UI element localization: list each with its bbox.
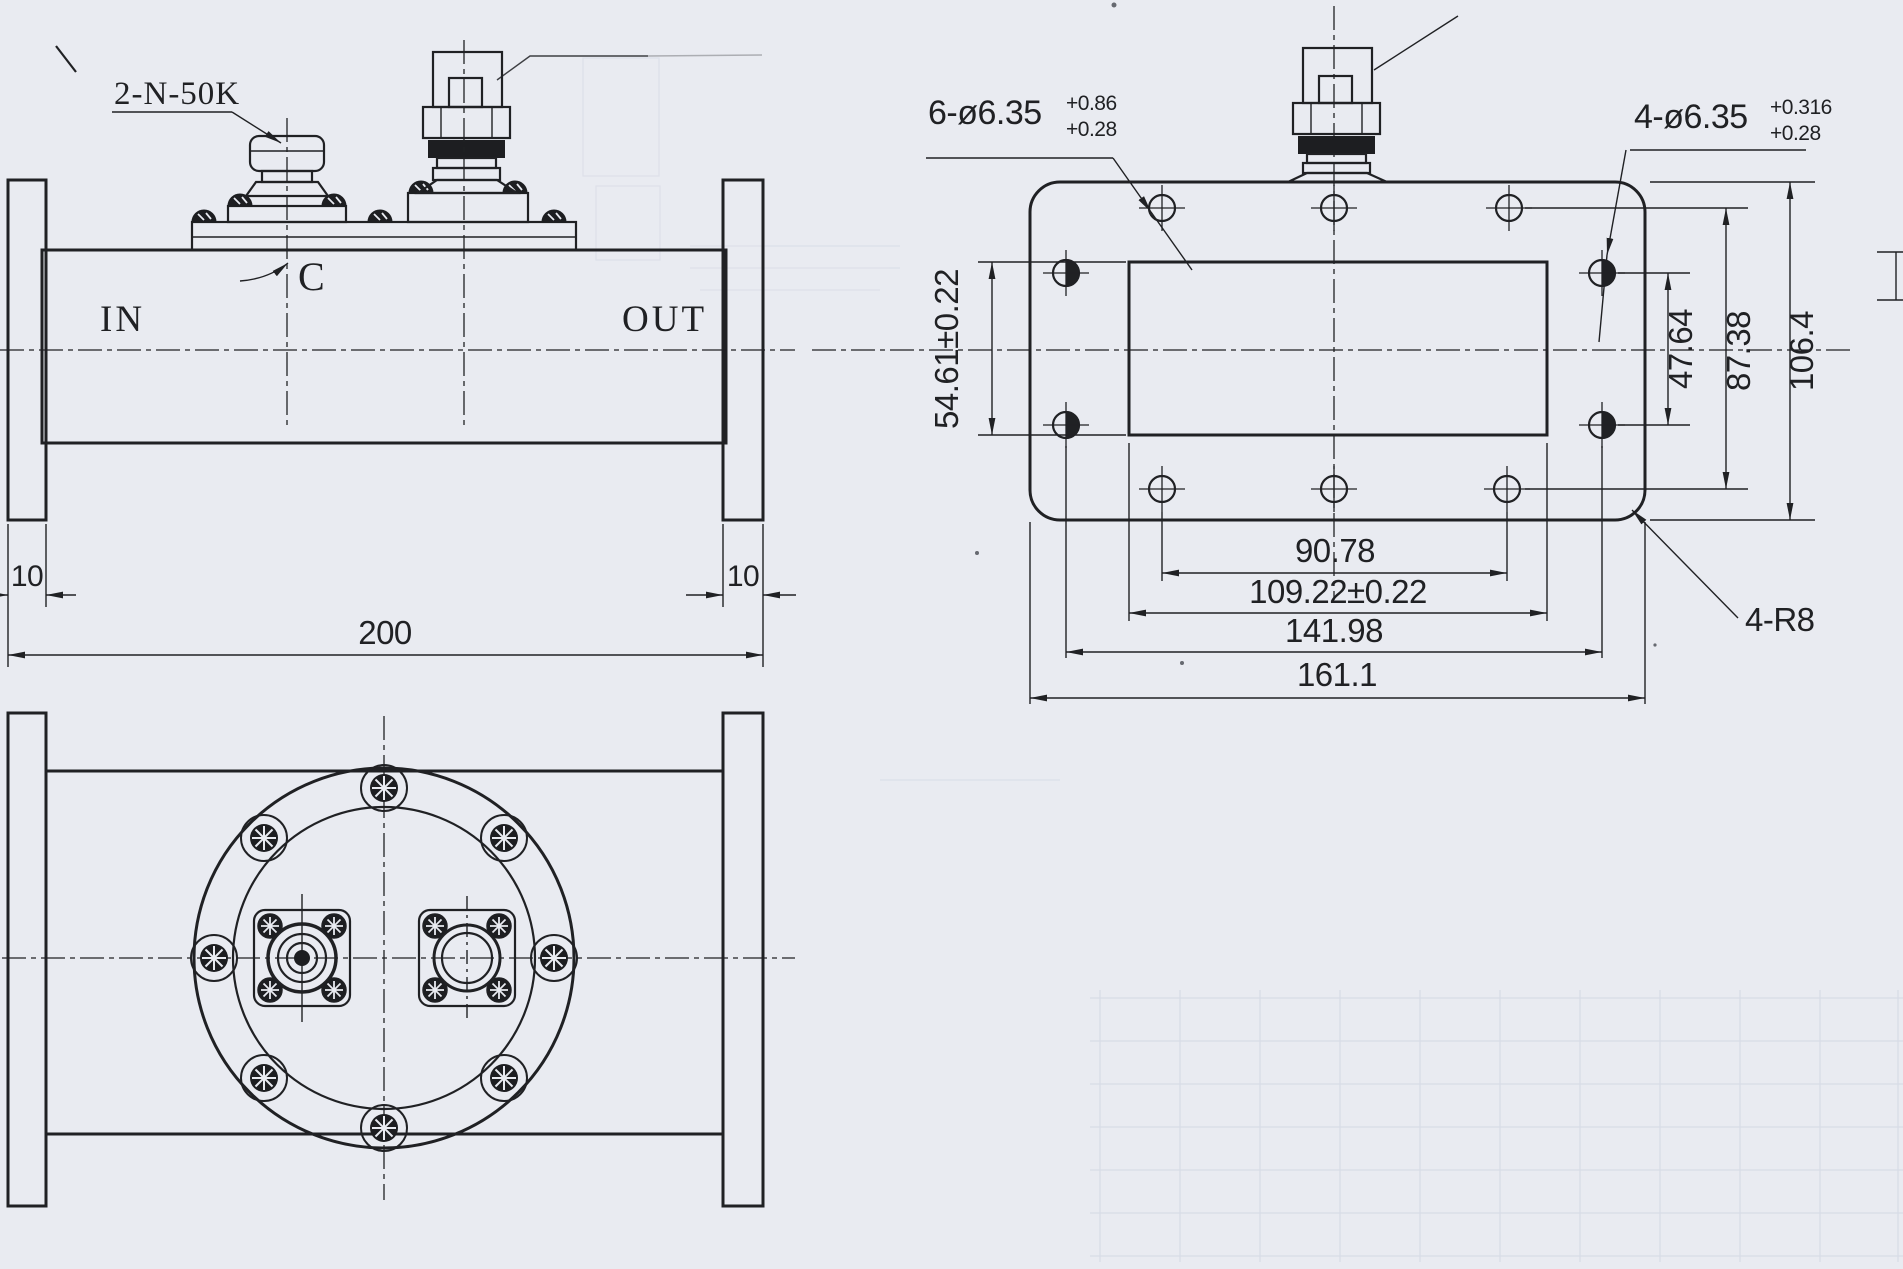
scan-mark [55, 45, 77, 73]
dim-flange-right: 10 [727, 560, 759, 593]
callout-leader [231, 111, 282, 144]
dims-bottom: 90.78 109.22±0.22 141.98 161.1 [1029, 443, 1646, 704]
port-in-label: IN [100, 299, 145, 340]
dim-aperture-height-text: 54.61±0.22 [928, 269, 965, 429]
coax-flange-front [252, 894, 352, 1022]
callout-4-holes: 4-ø6.35 +0.316 +0.28 [1598, 96, 1832, 343]
dim-hole-pair-vertical-text: 47.64 [1662, 309, 1699, 389]
port-out-label: OUT [622, 299, 707, 340]
dim-hole-pair-width-text: 141.98 [1285, 612, 1383, 649]
callout-6-main: 6-ø6.35 [928, 94, 1042, 132]
open-flange-front [417, 896, 517, 1020]
scan-specks [975, 2, 1657, 665]
n-connector-small [243, 118, 331, 428]
callout-4-tol-upper: +0.316 [1770, 96, 1832, 119]
dim-hole-rows-vertical-text: 87.38 [1720, 311, 1757, 391]
dim-plate-width-text: 161.1 [1297, 656, 1377, 693]
flange-screw-icon [486, 977, 512, 1003]
dim-flange-left: 10 [11, 560, 43, 593]
flange-screw-icon [422, 977, 448, 1003]
n-connector-top-view [1287, 15, 1459, 184]
front-view [2, 711, 795, 1208]
flange-screw-icon [321, 977, 347, 1003]
knurl-ring [428, 140, 505, 158]
side-view: 2-N-50K C IN OUT 10 10 200 [0, 40, 796, 667]
dim-hole-row-width-text: 90.78 [1295, 532, 1375, 569]
flange-screw-icon [257, 977, 283, 1003]
top-view: 6-ø6.35 +0.86 +0.28 4-ø6.35 +0.316 +0.28… [812, 6, 1903, 704]
dim-length: 200 [358, 614, 412, 651]
dim-aperture-height: 54.61±0.22 [928, 261, 1126, 436]
waveguide-aperture [1127, 260, 1549, 437]
dims-right: 47.64 87.38 106.4 [1525, 181, 1820, 521]
bleed-through-table [1090, 990, 1903, 1262]
center-pin [294, 950, 310, 966]
flange-screw-icon [486, 913, 512, 939]
section-label: C [298, 254, 325, 299]
callout-6-tol-upper: +0.86 [1066, 92, 1117, 115]
n-connector-big [414, 40, 763, 428]
flange-screw-icon [257, 913, 283, 939]
front-flange-right [721, 711, 765, 1208]
flange-screw-icon [321, 913, 347, 939]
side-view-dimensions: 10 10 200 [0, 524, 796, 667]
section-arrow [239, 262, 289, 282]
edge-cutoff-marks [1877, 251, 1903, 301]
dim-plate-height-text: 106.4 [1783, 311, 1820, 391]
corner-radius-callout: 4-R8 [1631, 509, 1815, 638]
front-flange-left [6, 711, 48, 1208]
callout-4-tol-lower: +0.28 [1770, 122, 1821, 145]
flange-screw-icon [422, 913, 448, 939]
callout-6-tol-lower: +0.28 [1066, 118, 1117, 141]
connector-callout-label: 2-N-50K [114, 76, 240, 112]
faded-leader-line [1373, 15, 1459, 71]
corner-radius-text: 4-R8 [1745, 601, 1815, 638]
faded-leader-line [496, 55, 648, 81]
callout-6-holes: 6-ø6.35 +0.86 +0.28 [926, 92, 1193, 271]
dim-aperture-width-text: 109.22±0.22 [1249, 573, 1427, 610]
callout-4-main: 4-ø6.35 [1634, 98, 1748, 136]
